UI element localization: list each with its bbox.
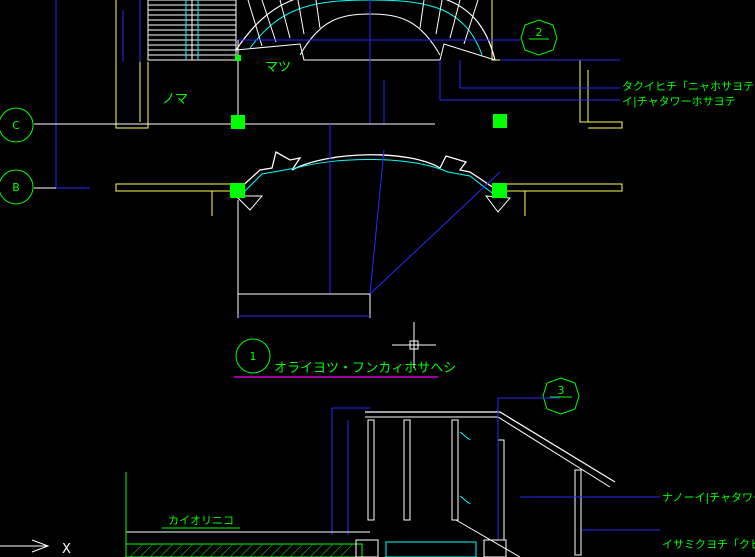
leader-label-4: イサミクヨチ「クヒ: [662, 538, 755, 551]
leader-label-3: ナノーイ|チャタワー: [662, 491, 755, 504]
crosshair-cursor-icon: [392, 322, 436, 368]
leader-label-2: イ|チャタワーホサヨテ: [622, 95, 736, 108]
leader-label-1: タクイヒチ「ニャホサヨテ: [622, 80, 754, 93]
grid-bubble-c[interactable]: C: [0, 107, 34, 143]
column-marker: [493, 114, 507, 128]
middle-plan: [34, 124, 623, 318]
column-marker: [492, 183, 507, 198]
section-marker-2-text: 2: [536, 26, 543, 39]
section-marker-3-text: 3: [558, 384, 565, 397]
grid-bubble-b[interactable]: B: [0, 169, 34, 205]
axis-x-label: X: [62, 542, 71, 557]
label-nomi: ノマ: [162, 92, 188, 107]
label-matsu: マツ: [265, 60, 291, 75]
curved-stair-upper: [235, 0, 620, 124]
ucs-axis-icon: X: [0, 539, 71, 557]
lower-section: [125, 397, 660, 557]
drawing-title-1: オライヨツ・フンカィホサヘシ: [274, 361, 456, 376]
column-marker: [231, 115, 245, 129]
section-marker-2[interactable]: 2: [520, 19, 558, 56]
column-marker: [230, 183, 245, 198]
grid-bubble-c-text: C: [12, 119, 20, 132]
column-marker: [235, 55, 241, 61]
grid-bubble-b-text: B: [12, 181, 20, 194]
upper-plan: [34, 0, 623, 189]
stair-treads-left: [147, 0, 237, 61]
section-marker-3[interactable]: 3: [542, 377, 580, 415]
section-marker-1-text: 1: [250, 350, 257, 363]
section-marker-1[interactable]: 1: [235, 338, 271, 374]
label-left-bottom: カイオリニコ: [168, 514, 234, 527]
